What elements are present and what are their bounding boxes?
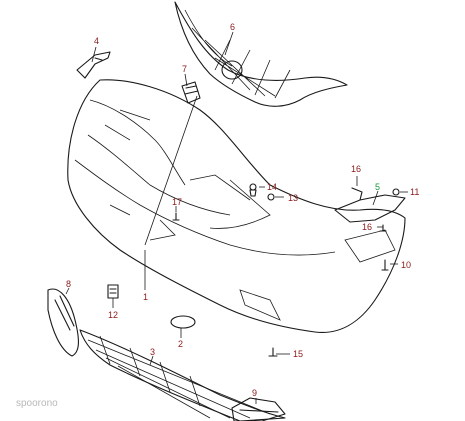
tow-hook-cover [170,315,196,329]
callout-12: 12 [108,310,118,320]
fog-lamp-cover-right [231,397,286,421]
callout-6: 6 [230,22,235,32]
retainer-clip [107,284,119,299]
callout-10: 10 [401,260,411,270]
callout-17: 17 [172,197,182,207]
emblem [181,81,201,104]
side-bracket-right [334,187,406,223]
callout-14: 14 [267,182,277,192]
callout-5: 5 [375,182,380,192]
side-bracket-left [76,51,111,79]
bumper-cover [67,79,406,333]
callout-11: 11 [410,187,419,197]
upper-grille [174,1,348,107]
callout-8: 8 [66,279,71,289]
callout-16-upper: 16 [351,164,361,174]
leader-lines [65,31,408,404]
callout-1: 1 [143,292,148,302]
callout-15: 15 [293,349,303,359]
callout-13: 13 [288,193,298,203]
callout-16-lower: 16 [362,222,372,232]
callout-3: 3 [150,347,155,357]
clips [172,183,400,357]
callout-4: 4 [94,36,99,46]
fog-lamp-cover-left [47,288,79,357]
watermark: spoorono [16,398,58,409]
callout-9: 9 [252,388,257,398]
callout-2: 2 [178,339,183,349]
lower-grille [79,329,286,421]
callout-7: 7 [182,64,187,74]
